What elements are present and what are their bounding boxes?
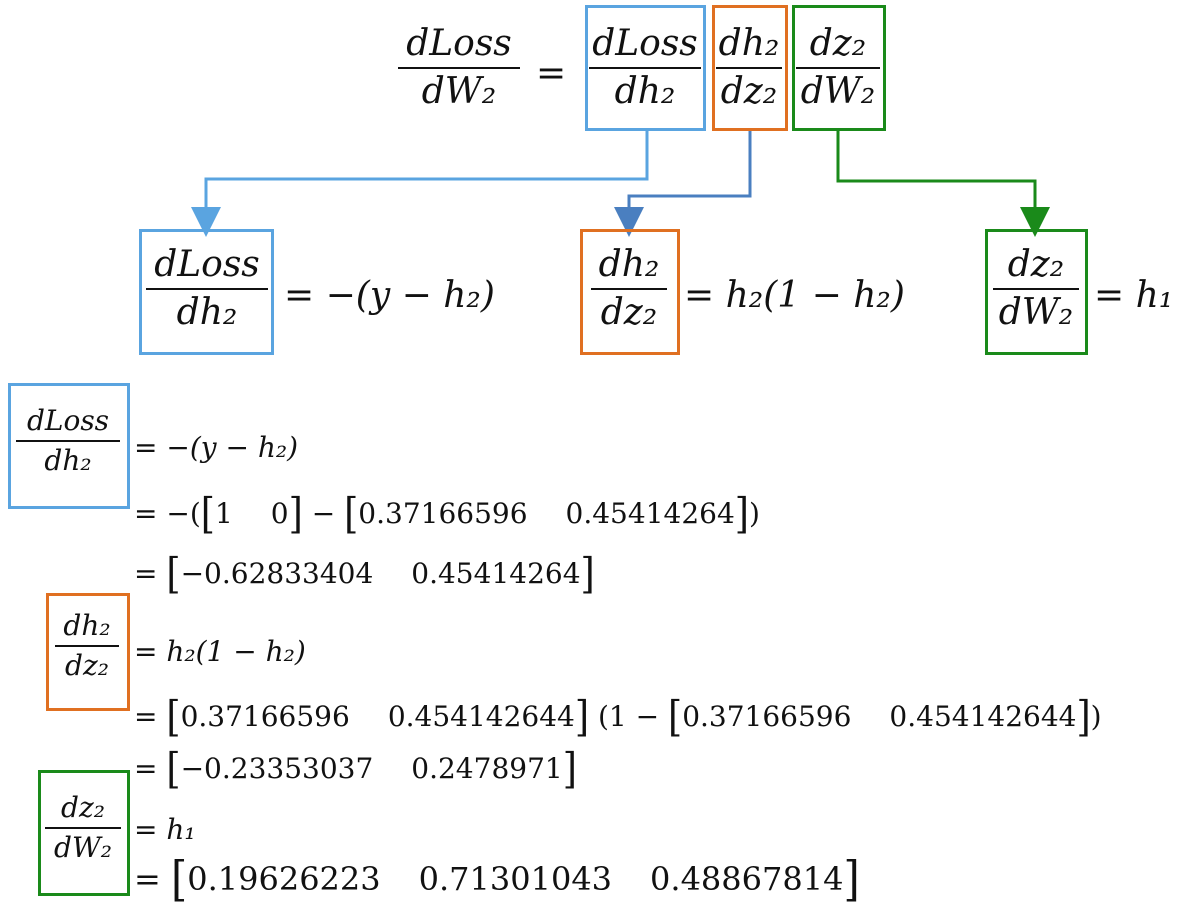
bottom-sig-line1: = h₂(1 − h₂) (134, 635, 306, 668)
line-prefix: = (134, 860, 161, 898)
top-term3-fraction: dz₂ dW₂ (796, 26, 880, 110)
mid-loss-rhs: = −(y − h₂) (284, 275, 495, 316)
frac-bar (591, 288, 667, 290)
vector-entry: 0.48867814 (650, 860, 844, 898)
vector-entry: −0.62833404 (180, 557, 374, 590)
bottom-w-box (38, 770, 130, 896)
top-term1-den: dh₂ (614, 71, 676, 112)
top-lhs-fraction: dLoss dW₂ (398, 26, 520, 110)
arrow-orange (614, 131, 752, 237)
mid-sig-den: dz₂ (600, 292, 658, 333)
vector-entry: 0.19626223 (187, 860, 381, 898)
bottom-loss-box (8, 383, 130, 509)
top-term2-box (712, 5, 788, 131)
mid-w-box (985, 229, 1088, 355)
top-term2-den: dz₂ (720, 71, 778, 112)
mid-w-den: dW₂ (998, 292, 1074, 333)
bottom-loss-den: dh₂ (44, 444, 92, 477)
frac-bar (146, 288, 268, 290)
arrow-green (836, 131, 1050, 237)
bottom-sig-den: dz₂ (65, 649, 109, 682)
top-term1-fraction: dLoss dh₂ (589, 26, 701, 110)
top-equals: = (536, 53, 567, 94)
top-term2-num: dh₂ (718, 23, 780, 64)
arrow-blue (191, 131, 649, 237)
bottom-loss-line1: = −(y − h₂) (134, 431, 299, 464)
line-prefix: = (134, 752, 158, 785)
bottom-w-den: dW₂ (54, 831, 112, 864)
vector-entry: 0.37166596 (358, 497, 528, 530)
mid-loss-den: dh₂ (176, 292, 238, 333)
bottom-sig-num: dh₂ (63, 609, 111, 642)
mid-sig-box (580, 229, 680, 355)
frac-bar (16, 440, 120, 442)
line-prefix: = −( (134, 497, 201, 530)
vector-entry: 0.37166596 (180, 700, 350, 733)
mid-w-num: dz₂ (1007, 244, 1065, 285)
bottom-loss-num: dLoss (26, 404, 110, 437)
frac-bar (45, 827, 121, 829)
vector-entry: −0.23353037 (180, 752, 374, 785)
bottom-sig-box (46, 593, 130, 711)
frac-bar (398, 67, 520, 69)
line-prefix: = (134, 700, 158, 733)
vector-entry: 0.454142644 (387, 700, 575, 733)
vector-entry: 0.37166596 (682, 700, 852, 733)
frac-bar (716, 67, 782, 69)
top-term3-box (792, 5, 886, 131)
mid-loss-box (139, 229, 274, 355)
one-minus: (1 − (597, 700, 660, 733)
vector-entry: 0.2478971 (411, 752, 563, 785)
line-suffix: ) (748, 497, 760, 530)
vector-entry: 1 (214, 497, 233, 530)
minus-sign: − (311, 497, 336, 530)
bottom-loss-fraction: dLoss dh₂ (16, 407, 120, 475)
frac-bar (796, 67, 880, 69)
vector-entry: 0.71301043 (418, 860, 613, 898)
vector-entry: 0.45414264 (565, 497, 735, 530)
mid-loss-num: dLoss (154, 244, 260, 285)
mid-sig-rhs: = h₂(1 − h₂) (684, 275, 905, 316)
mid-sig-num: dh₂ (598, 244, 660, 285)
vector-entry: 0.45414264 (411, 557, 581, 590)
line-prefix: = (134, 557, 158, 590)
top-term1-num: dLoss (592, 23, 698, 64)
top-lhs-den: dW₂ (421, 71, 497, 112)
top-term3-num: dz₂ (809, 23, 867, 64)
frac-bar (993, 288, 1079, 290)
bottom-w-fraction: dz₂ dW₂ (45, 794, 121, 862)
bottom-w-line1: = h₁ (134, 813, 196, 846)
mid-loss-fraction: dLoss dh₂ (146, 247, 268, 331)
line-suffix: ) (1090, 700, 1102, 733)
vector-entry: 0.454142644 (889, 700, 1077, 733)
frac-bar (55, 645, 119, 647)
vector-entry: 0 (270, 497, 289, 530)
bottom-sig-fraction: dh₂ dz₂ (55, 612, 119, 680)
top-term3-den: dW₂ (800, 71, 876, 112)
frac-bar (589, 67, 701, 69)
mid-w-rhs: = h₁ (1094, 275, 1174, 316)
mid-w-fraction: dz₂ dW₂ (993, 247, 1079, 331)
top-lhs-num: dLoss (406, 23, 512, 64)
top-term1-box (585, 5, 706, 131)
top-term2-fraction: dh₂ dz₂ (716, 26, 782, 110)
mid-sig-fraction: dh₂ dz₂ (591, 247, 667, 331)
bottom-w-num: dz₂ (61, 791, 105, 824)
